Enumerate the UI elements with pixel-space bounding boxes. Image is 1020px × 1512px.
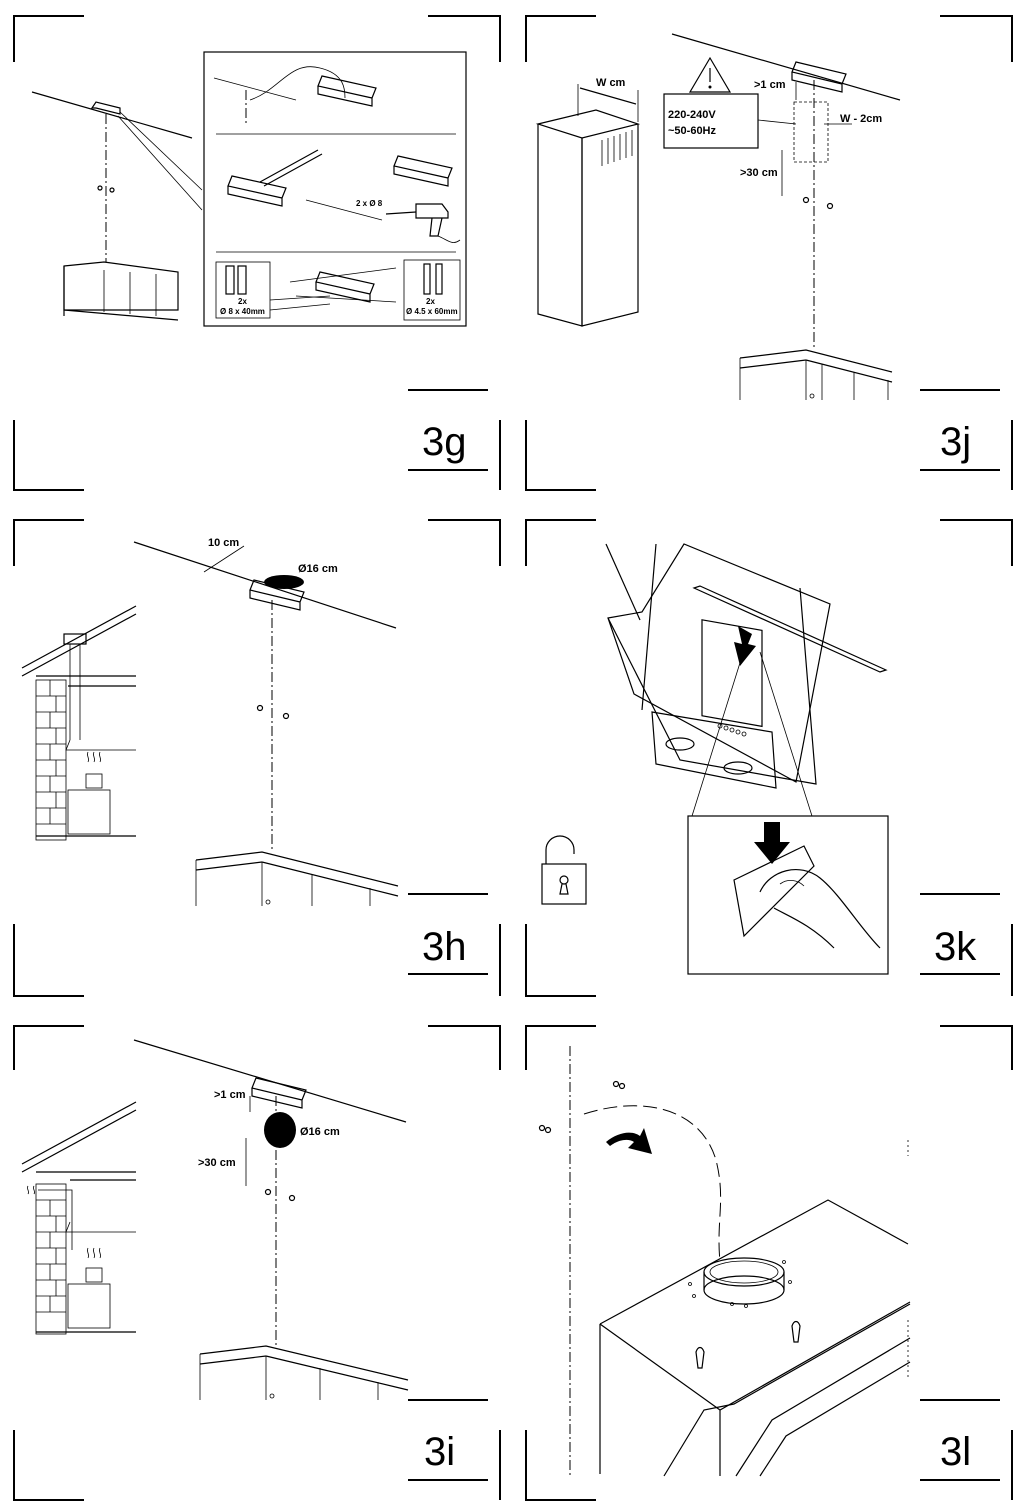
hand-icon [733,845,881,949]
plug-box [215,261,271,319]
hood-base [199,1345,409,1400]
top-gap-label: >1 cm [754,79,786,91]
socket-width-label: W - 2cm [840,113,882,125]
panel-3h: 3h [13,519,501,997]
screw-icon [826,202,834,210]
press-arrow-icon [734,626,756,666]
bracket [90,101,121,115]
house-cross-section [21,605,137,841]
keyhole-slot [695,1346,705,1369]
panel-label-3i: 3i [424,1430,455,1474]
offset-label: 10 cm [208,537,239,549]
padlock-open-icon [541,835,587,905]
screw-icon [109,187,115,193]
chimney-width-label: W cm [596,77,626,89]
voltage-box [663,93,759,149]
screw-icon [256,704,264,712]
bracket [317,75,377,107]
panel-3k: 3k [525,519,1013,997]
panel-label-3g: 3g [422,420,467,464]
bracket [249,579,305,611]
panel-3g: 3g 2 x Ø 8 [13,15,501,491]
pencil [259,149,319,183]
duct-hole [264,575,304,589]
panel-3l: 3l [525,1025,1013,1501]
panel-label-3k: 3k [934,925,977,969]
screw-icon [282,712,290,720]
plug-quantity: 2x [238,297,247,306]
duct-hole [264,1112,296,1148]
frequency-label: ~50-60Hz [668,125,717,137]
bracket [315,271,375,303]
hood-body [599,1140,911,1477]
press-arrow-icon [754,822,790,864]
screw-icon [288,1194,296,1202]
wall-cabinet [63,261,179,321]
duct-collar [703,1275,785,1305]
panel-3j: 3j W cm 220-240V [525,15,1013,491]
bracket [791,61,847,93]
detail-box [203,51,467,327]
screw-size: Ø 4.5 x 60mm [406,307,458,316]
chimney-cover [535,84,641,327]
bracket [227,175,287,207]
screw-box [403,259,461,321]
rotate-arrow-icon [606,1128,652,1154]
bottom-gap-label: >30 cm [740,167,778,179]
screw-icon [97,185,103,191]
top-gap-label: >1 cm [214,1089,246,1101]
bracket [393,155,453,187]
hood-base [195,851,399,906]
house-cross-section [21,1101,137,1335]
panel-3i: 3i [13,1025,501,1501]
bracket [251,1077,307,1109]
screw-icon [802,196,810,204]
warning-triangle-icon [688,56,732,93]
hole-diameter-label: Ø16 cm [300,1126,340,1138]
bottom-gap-label: >30 cm [198,1157,236,1169]
screw-quantity: 2x [426,297,435,306]
detail-inset [687,815,889,975]
panel-label-3j: 3j [940,420,971,464]
socket-area [793,101,829,163]
cooker-hood [605,543,888,817]
screw-icon [423,263,443,295]
drill-hole-label: 2 x Ø 8 [356,199,383,208]
voltage-label: 220-240V [668,109,716,121]
wall-plug-icon [225,265,247,295]
plug-size: Ø 8 x 40mm [220,307,265,316]
screw-icon [538,1124,546,1132]
screw-icon [612,1080,620,1088]
hood-glass-panel [692,585,888,673]
keyhole-slot [791,1320,801,1343]
panel-label-3h: 3h [422,925,467,969]
screw-icon [264,1188,272,1196]
hole-diameter-label: Ø16 cm [298,563,338,575]
drill-icon [385,203,461,243]
panel-label-3l: 3l [940,1430,971,1474]
hood-base [739,349,893,400]
